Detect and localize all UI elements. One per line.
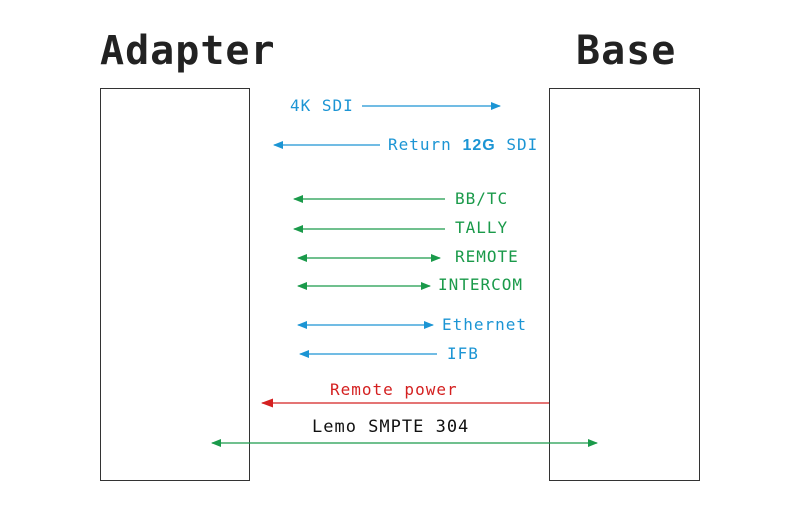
label-intercom: INTERCOM — [438, 275, 524, 294]
label-ifb: IFB — [447, 344, 479, 363]
adapter-box — [100, 88, 250, 481]
adapter-title: Adapter — [100, 28, 276, 74]
label-4k-sdi: 4K SDI — [290, 96, 354, 115]
label-remote: REMOTE — [455, 247, 519, 266]
label-return-part: Return — [388, 135, 463, 154]
label-return-12g-sdi: Return 12G SDI — [388, 135, 538, 156]
label-remote-power: Remote power — [330, 380, 458, 399]
label-bb-tc: BB/TC — [455, 189, 509, 208]
label-tally: TALLY — [455, 218, 509, 237]
base-title: Base — [576, 28, 677, 74]
label-sdi-part: SDI — [495, 135, 539, 154]
label-12g-part: 12G — [462, 137, 496, 154]
label-lemo-smpte-304: Lemo SMPTE 304 — [312, 417, 470, 437]
label-ethernet: Ethernet — [442, 315, 528, 334]
base-box — [549, 88, 700, 481]
